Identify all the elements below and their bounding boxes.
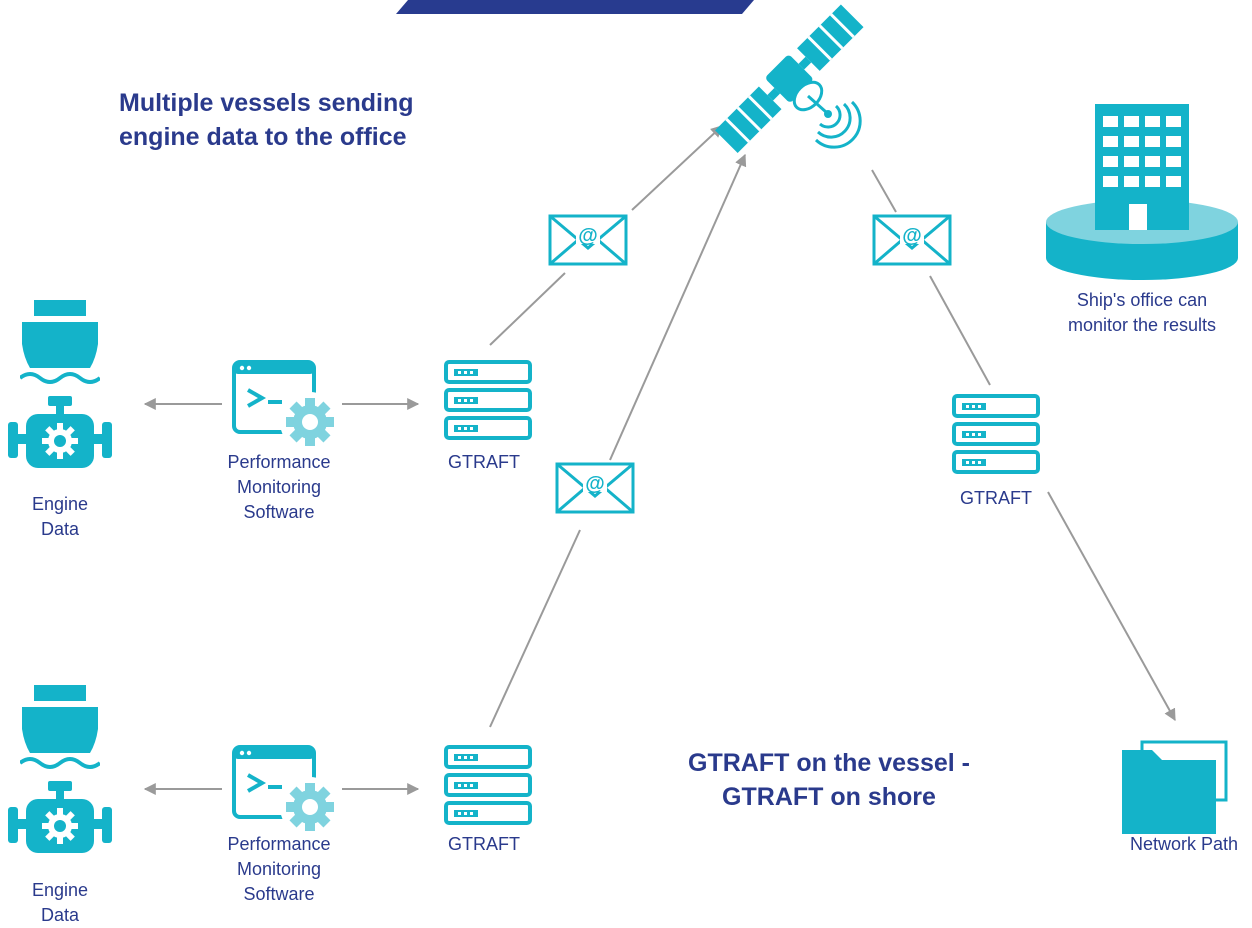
ship-icon [20,685,100,769]
email-at-symbol: @ [902,225,922,247]
link-gtraft-top-to-mail [489,272,566,346]
headline-line-1: Multiple vessels sending [119,89,414,117]
arrow-gtraft-to-network-path [1047,491,1176,722]
software-label-line: Performance [227,834,331,854]
office-label: Ship's office can monitor the results [1040,288,1244,338]
server-icon [952,394,1040,474]
engine-label-line: Data [40,905,80,925]
software-label-line: Software [243,502,315,522]
software-window-icon [232,745,342,835]
network-path-label: Network Path [1129,834,1239,854]
subheadline-line-2: GTRAFT on shore [722,783,936,811]
office-label-line: monitor the results [1067,315,1217,335]
office-label-line: Ship's office can [1076,290,1208,310]
link-mail-to-gtraft-shore [929,275,991,386]
office-building-icon [1046,104,1238,280]
engine-data-label-bottom: Engine Data [10,878,110,928]
header-banner [396,0,754,14]
engine-icon [8,396,112,468]
software-label-line: Monitoring [236,859,322,879]
software-label-line: Monitoring [236,477,322,497]
headline-line-2: engine data to the office [119,123,407,151]
email-at-symbol: @ [578,225,598,247]
link-satellite-to-mail-shore [871,169,897,213]
headline: Multiple vessels sending engine data to … [119,86,414,154]
software-label-top: Performance Monitoring Software [200,450,358,525]
subheadline: GTRAFT on the vessel - GTRAFT on shore [634,746,1024,814]
arrow-mail-to-satellite-top [631,125,723,211]
gtraft-label-bottom: GTRAFT [448,834,520,854]
software-label-line: Software [243,884,315,904]
link-gtraft-bottom-to-mail [489,529,581,728]
software-window-icon [232,360,342,450]
server-icon [444,360,532,440]
arrow-mail-to-satellite-bottom [609,153,747,461]
folder-icon [1122,740,1228,834]
engine-data-label-top: Engine Data [10,492,110,542]
subheadline-line-1: GTRAFT on the vessel - [688,749,970,777]
gtraft-label-top: GTRAFT [448,452,520,472]
engine-icon [8,781,112,853]
engine-label-line: Engine [31,494,89,514]
engine-label-line: Engine [31,880,89,900]
ship-icon [20,300,100,384]
server-icon [444,745,532,825]
gtraft-label-shore: GTRAFT [960,488,1032,508]
email-at-symbol: @ [585,473,605,495]
software-label-bottom: Performance Monitoring Software [200,832,358,907]
satellite-icon [715,4,864,153]
software-label-line: Performance [227,452,331,472]
engine-label-line: Data [40,519,80,539]
